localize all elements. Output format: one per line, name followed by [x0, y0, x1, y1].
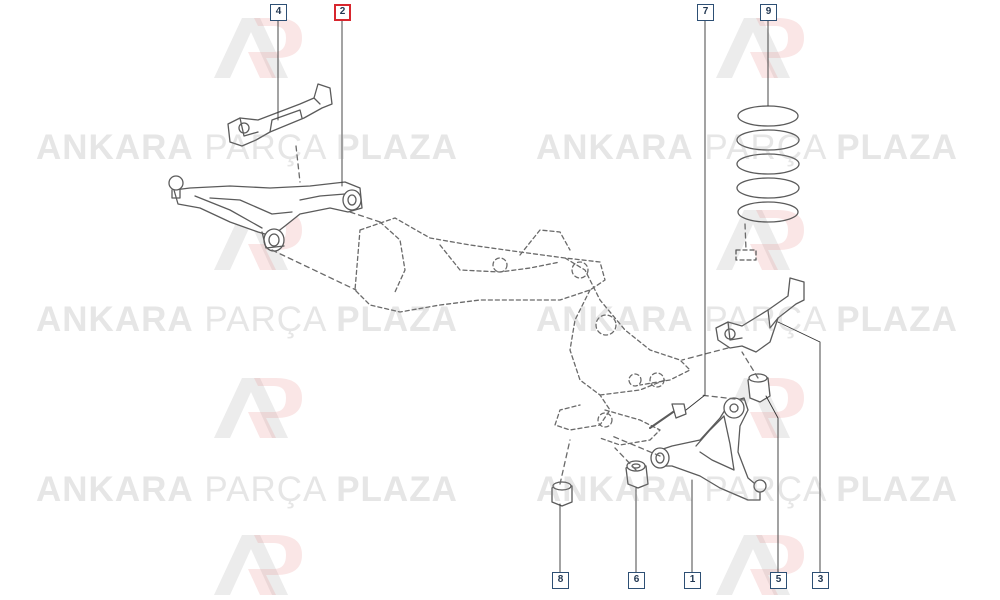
- callout-part-3[interactable]: 3: [812, 572, 829, 589]
- leader-lines: [277, 20, 821, 573]
- bushing-8: [551, 481, 573, 507]
- assembly-guide-lines: [271, 145, 759, 485]
- callout-part-5[interactable]: 5: [770, 572, 787, 589]
- bushing-5: [747, 373, 771, 403]
- bracket-right: [715, 277, 805, 353]
- bolt-7: [649, 403, 687, 429]
- bushing-6: [625, 460, 649, 489]
- callout-part-1[interactable]: 1: [684, 572, 701, 589]
- callout-part-8[interactable]: 8: [552, 572, 569, 589]
- callout-part-6[interactable]: 6: [628, 572, 645, 589]
- callout-part-9[interactable]: 9: [760, 4, 777, 21]
- control-arm-left: [168, 175, 363, 252]
- control-arm-right: [650, 397, 767, 501]
- callout-part-4[interactable]: 4: [270, 4, 287, 21]
- callout-part-2-selected[interactable]: 2: [334, 4, 351, 21]
- callout-part-7[interactable]: 7: [697, 4, 714, 21]
- subframe-outline: [354, 217, 691, 446]
- bracket-left: [227, 83, 333, 147]
